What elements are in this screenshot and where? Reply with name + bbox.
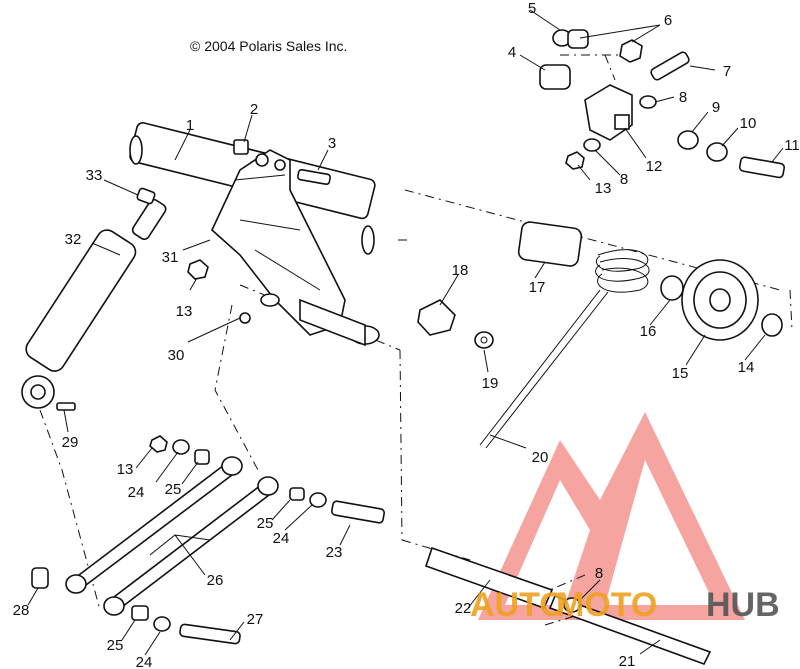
arm-bracket <box>211 149 380 347</box>
callout-10: 10 <box>740 115 757 132</box>
callout-33: 33 <box>86 167 103 184</box>
watermark-logo <box>478 412 745 620</box>
callout-27: 27 <box>247 611 264 628</box>
hardware <box>31 29 786 645</box>
callout-12: 12 <box>646 158 663 175</box>
callout-25a: 25 <box>257 515 274 532</box>
callout-20: 20 <box>532 449 549 466</box>
callout-4: 4 <box>508 44 516 61</box>
callout-13b: 13 <box>176 303 193 320</box>
callout-31: 31 <box>162 249 179 266</box>
callout-1: 1 <box>186 117 194 134</box>
copyright-notice: © 2004 Polaris Sales Inc. <box>190 38 347 54</box>
callout-32: 32 <box>65 231 82 248</box>
callout-13c: 13 <box>117 461 134 478</box>
idler-wheel <box>517 221 783 341</box>
callout-8a: 8 <box>679 89 687 106</box>
callout-29: 29 <box>62 434 79 451</box>
callout-22: 22 <box>455 600 472 617</box>
callout-15: 15 <box>672 365 689 382</box>
callout-28: 28 <box>13 602 30 619</box>
callout-16: 16 <box>640 323 657 340</box>
callout-25c: 25 <box>165 481 182 498</box>
callout-14: 14 <box>738 359 755 376</box>
callout-24c: 24 <box>128 484 145 501</box>
callout-26: 26 <box>207 572 224 589</box>
shock-absorber <box>21 198 167 409</box>
callout-24a: 24 <box>273 530 290 547</box>
callout-13a: 13 <box>595 180 612 197</box>
callout-8b: 8 <box>620 171 628 188</box>
callout-25b: 25 <box>107 637 124 654</box>
callout-24b: 24 <box>136 654 153 669</box>
callout-8c: 8 <box>595 565 603 582</box>
callout-18: 18 <box>452 262 469 279</box>
callout-labels: 1 2 3 4 5 6 7 8 9 10 11 12 13 8 13 14 15… <box>13 0 800 669</box>
watermark-auto: AUTO <box>470 586 566 624</box>
callout-11: 11 <box>784 137 800 154</box>
watermark-text: AUTO MOTO HUB <box>470 586 780 624</box>
callout-5: 5 <box>528 0 536 17</box>
linkage-arms <box>65 456 712 665</box>
callout-2: 2 <box>250 101 258 118</box>
leader-lines <box>27 9 784 656</box>
watermark-hub: HUB <box>706 586 780 624</box>
callout-21: 21 <box>619 653 636 669</box>
callout-17: 17 <box>529 279 546 296</box>
callout-7: 7 <box>723 63 731 80</box>
callout-9: 9 <box>712 99 720 116</box>
callout-23: 23 <box>326 544 343 561</box>
callout-19: 19 <box>482 375 499 392</box>
callout-3: 3 <box>328 135 336 152</box>
watermark-moto: MOTO <box>556 586 657 624</box>
torsion-spring <box>479 249 650 449</box>
callout-30: 30 <box>168 347 185 364</box>
callout-6: 6 <box>664 12 672 29</box>
